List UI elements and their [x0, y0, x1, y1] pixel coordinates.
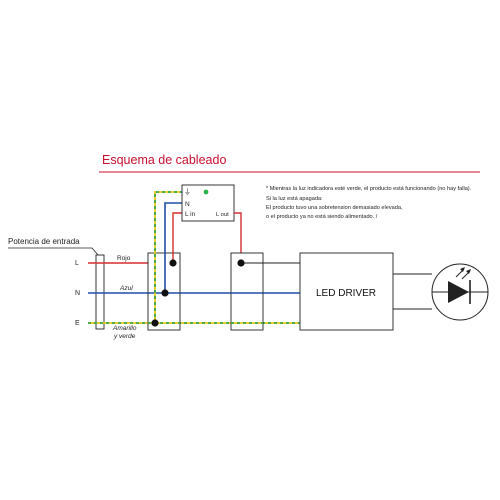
note-line-4: o el producto ya no está siendo alimenta…	[266, 214, 378, 220]
line-e-label: E	[75, 320, 80, 327]
ground-symbol: ⏚	[184, 188, 191, 196]
terminal-block-2	[230, 252, 264, 331]
neutral-riser	[164, 202, 183, 293]
red-wire-label: Rojo	[117, 255, 131, 262]
module-n-label: N	[185, 201, 190, 208]
live-out-wire	[234, 212, 242, 263]
line-l-label: L	[75, 260, 79, 267]
diagram-title: Esquema de cableado	[102, 153, 226, 167]
live-riser	[172, 212, 183, 263]
led-driver-box	[299, 252, 394, 331]
emission-arrow-2-head	[466, 269, 471, 274]
note-line-2: Si la luz está apagada:	[266, 196, 323, 202]
input-power-label: Potencia de entrada	[8, 237, 80, 246]
led-driver-label: LED DRIVER	[316, 288, 376, 299]
note-line-1: * Mientras la luz indicadora esté verde,…	[266, 186, 472, 192]
note-line-3: El producto tuvo una sobretension demasi…	[266, 205, 403, 211]
junction-live-out	[237, 259, 245, 267]
junction-neutral	[161, 289, 169, 297]
ground-riser-green	[154, 191, 183, 323]
ground-wire-label-2: y verde	[113, 333, 136, 340]
indicator-light	[203, 189, 209, 195]
junction-live	[169, 259, 177, 267]
diode-triangle	[448, 281, 469, 303]
input-terminal-bar	[95, 254, 105, 330]
ground-wire-label-1: Amarillo	[112, 325, 137, 332]
module-lout-label: L out	[216, 212, 229, 218]
module-lin-label: L in	[185, 211, 196, 218]
blue-wire-label: Azul	[119, 285, 133, 292]
emission-arrow-1-head	[460, 267, 465, 272]
input-label-leader	[8, 247, 99, 256]
line-n-label: N	[75, 290, 80, 297]
junction-ground	[151, 319, 159, 327]
